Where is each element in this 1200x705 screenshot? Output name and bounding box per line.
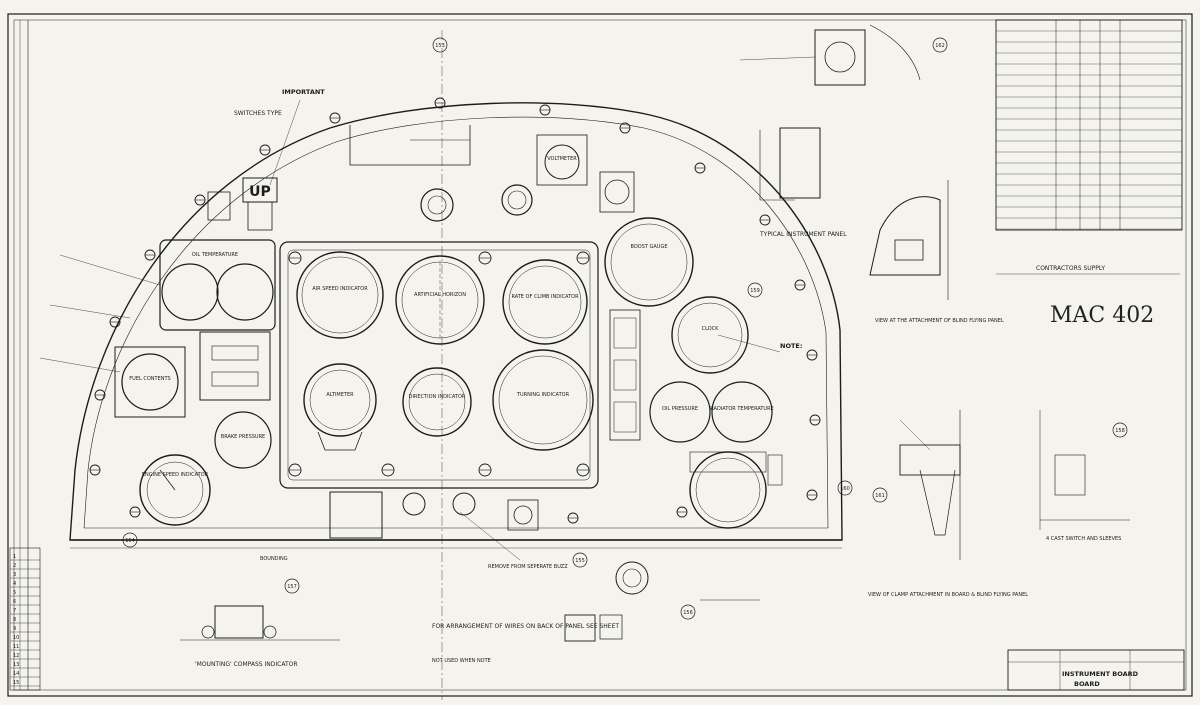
title-block: INSTRUMENT BOARD BOARD xyxy=(1007,649,1185,691)
gauge-rate-of-climb: RATE OF CLIMB INDICATOR xyxy=(502,259,588,345)
revision-number: 11 xyxy=(13,644,19,650)
callout-bubble xyxy=(572,552,588,568)
revision-number: 12 xyxy=(13,653,19,659)
title-main: INSTRUMENT BOARD xyxy=(1062,670,1139,678)
callout-bubble xyxy=(432,37,448,53)
gauge-direction: DIRECTION INDICATOR xyxy=(402,367,472,437)
callout-bubble xyxy=(837,480,853,496)
blind-flying-panel xyxy=(279,241,599,489)
revision-number: 15 xyxy=(13,680,19,686)
detail-view-right xyxy=(759,24,1130,560)
gauge-altimeter-label: ALTIMETER xyxy=(326,392,354,398)
board-inner-outline xyxy=(83,116,829,529)
left-cluster: OIL TEMPERATURE FUEL CONTENTS BRAKE PRES… xyxy=(114,177,278,526)
callout-number: 153 xyxy=(435,43,445,49)
bounding-label: BOUNDING xyxy=(260,556,288,562)
revision-number: 3 xyxy=(13,572,16,578)
view-attachment: VIEW AT THE ATTACHMENT OF BLIND FLYING P… xyxy=(875,318,1004,324)
parts-table xyxy=(995,19,1183,231)
revision-number: 5 xyxy=(13,590,16,596)
revision-number: 6 xyxy=(13,599,16,605)
instrument-board: AIR SPEED INDICATOR ARTIFICIAL HORIZON R… xyxy=(69,30,843,700)
arrangement-note: FOR ARRANGEMENT OF WIRES ON BACK OF PANE… xyxy=(432,623,619,630)
callout-number: 161 xyxy=(875,493,885,499)
revision-number: 10 xyxy=(13,635,19,641)
callout-bubble xyxy=(284,578,300,594)
clamp-attachment: VIEW OF CLAMP ATTACHMENT IN BOARD & BLIN… xyxy=(868,592,1028,598)
sheet-inner-border xyxy=(13,19,1187,691)
note-important: IMPORTANT xyxy=(282,88,325,96)
gauge-airspeed: AIR SPEED INDICATOR xyxy=(296,251,384,339)
drawing-number: MAC 402 xyxy=(1050,303,1154,328)
gauge-turning: TURNING INDICATOR xyxy=(492,349,594,451)
right-cluster: BOOST GAUGE CLOCK OIL PRESSURE RADIATOR … xyxy=(604,217,783,529)
rim-screws xyxy=(89,97,821,524)
callout-number: 158 xyxy=(1115,428,1125,434)
brake-label: BRAKE PRESSURE xyxy=(221,434,265,440)
typical-panel: TYPICAL INSTRUMENT PANEL xyxy=(759,231,847,238)
parts-table-rows xyxy=(996,30,1182,230)
voltmeter-label: VOLTMETER xyxy=(547,156,577,162)
callout-number: 154 xyxy=(125,538,135,544)
title-sub: BOARD xyxy=(1074,680,1100,688)
callout-bubbles: 153 154 155 156 157 158 159 160 161 162 xyxy=(122,37,1128,620)
revision-number: 14 xyxy=(13,671,19,677)
callout-bubble xyxy=(747,282,763,298)
top-fittings: VOLTMETER xyxy=(420,134,635,222)
gauge-direction-label: DIRECTION INDICATOR xyxy=(409,394,466,400)
revision-number: 2 xyxy=(13,563,16,569)
sheet-border xyxy=(7,13,1193,697)
callout-number: 155 xyxy=(575,558,585,564)
remote-note: REMOVE FROM SEPERATE BUZZ xyxy=(488,564,568,570)
fuel-label: FUEL CONTENTS xyxy=(129,376,170,382)
revision-number: 4 xyxy=(13,581,16,587)
wiring-switch-note: 4 CAST SWITCH AND SLEEVES xyxy=(1046,536,1121,542)
callout-bubble xyxy=(680,604,696,620)
revision-number: 13 xyxy=(13,662,19,668)
mounting-indicator: 'MOUNTING' COMPASS INDICATOR xyxy=(195,661,298,668)
panel-screws xyxy=(288,251,590,477)
oil-press-label: OIL PRESSURE xyxy=(662,406,698,412)
gauge-horizon-label: ARTIFICIAL HORIZON xyxy=(414,292,466,298)
boost-label: BOOST GAUGE xyxy=(630,244,667,250)
callout-bubble xyxy=(872,487,888,503)
gauge-altimeter: ALTIMETER xyxy=(303,363,377,451)
gauge-climb-label: RATE OF CLIMB INDICATOR xyxy=(511,294,579,300)
revision-number: 7 xyxy=(13,608,16,614)
board-outline xyxy=(69,102,843,541)
switches-type: SWITCHES TYPE xyxy=(234,110,282,117)
clock-label: CLOCK xyxy=(702,326,720,332)
not-used-note: NOT USED WHEN NOTE xyxy=(432,658,491,664)
revision-number: 8 xyxy=(13,617,16,623)
callout-bubble xyxy=(932,37,948,53)
oil-temp-label: OIL TEMPERATURE xyxy=(192,252,238,258)
annotations: IMPORTANT NOTE: SWITCHES TYPE TYPICAL IN… xyxy=(195,88,1121,668)
callout-bubble xyxy=(122,532,138,548)
callout-number: 160 xyxy=(840,486,850,492)
callout-bubble xyxy=(1112,422,1128,438)
tacho-label: ENGINE SPEED INDICATOR xyxy=(142,472,209,478)
radiator-label: RADIATOR TEMPERATURE xyxy=(710,406,773,412)
lower-details xyxy=(180,561,760,642)
callout-number: 162 xyxy=(935,43,945,49)
revision-table xyxy=(9,547,41,691)
leader-lines xyxy=(39,56,931,561)
gauge-airspeed-label: AIR SPEED INDICATOR xyxy=(312,286,368,292)
callout-number: 159 xyxy=(750,288,760,294)
up-label: UP xyxy=(249,184,271,200)
contractors-supply: CONTRACTORS SUPPLY xyxy=(1036,265,1105,272)
callout-number: 157 xyxy=(287,584,297,590)
gauge-turning-label: TURNING INDICATOR xyxy=(516,392,570,398)
callout-number: 156 xyxy=(683,610,693,616)
gauge-artificial-horizon: ARTIFICIAL HORIZON xyxy=(395,255,485,345)
revision-number: 9 xyxy=(13,626,16,632)
left-margin xyxy=(9,20,41,691)
revision-number: 1 xyxy=(13,554,16,560)
note-heading: NOTE: xyxy=(780,342,802,350)
